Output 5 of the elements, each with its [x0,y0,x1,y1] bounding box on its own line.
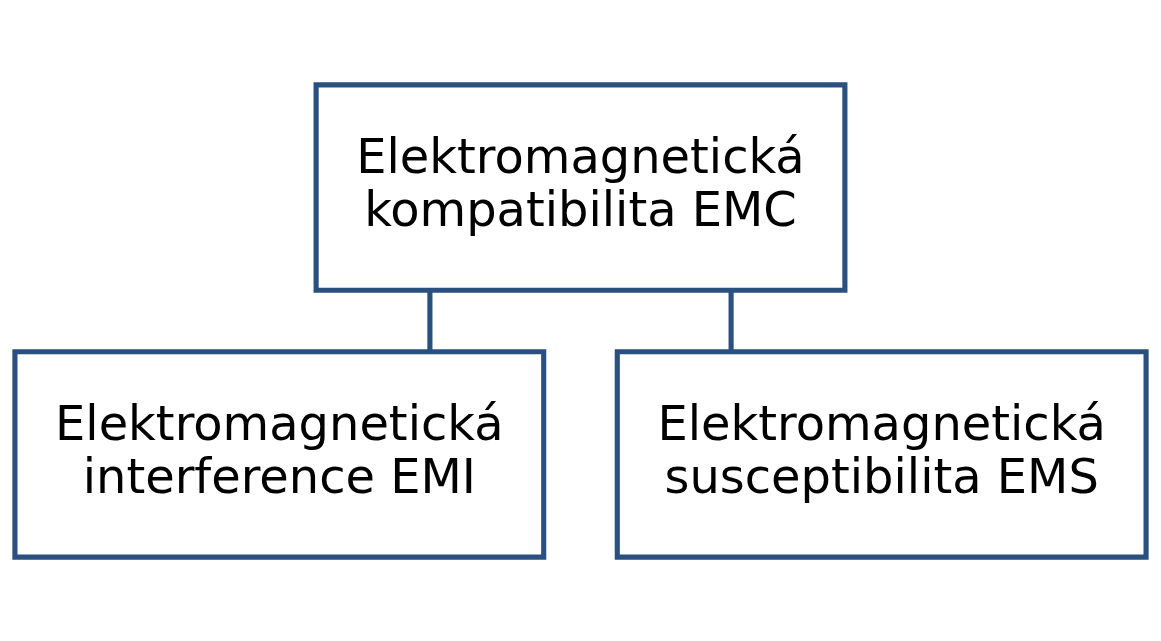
node-box: Elektromagnetická interference EMI [12,348,547,560]
node-box: Elektromagnetická susceptibilita EMS [614,348,1149,560]
connector [427,290,433,352]
node-box: Elektromagnetická kompatibilita EMC [313,81,848,293]
connector [728,290,734,352]
